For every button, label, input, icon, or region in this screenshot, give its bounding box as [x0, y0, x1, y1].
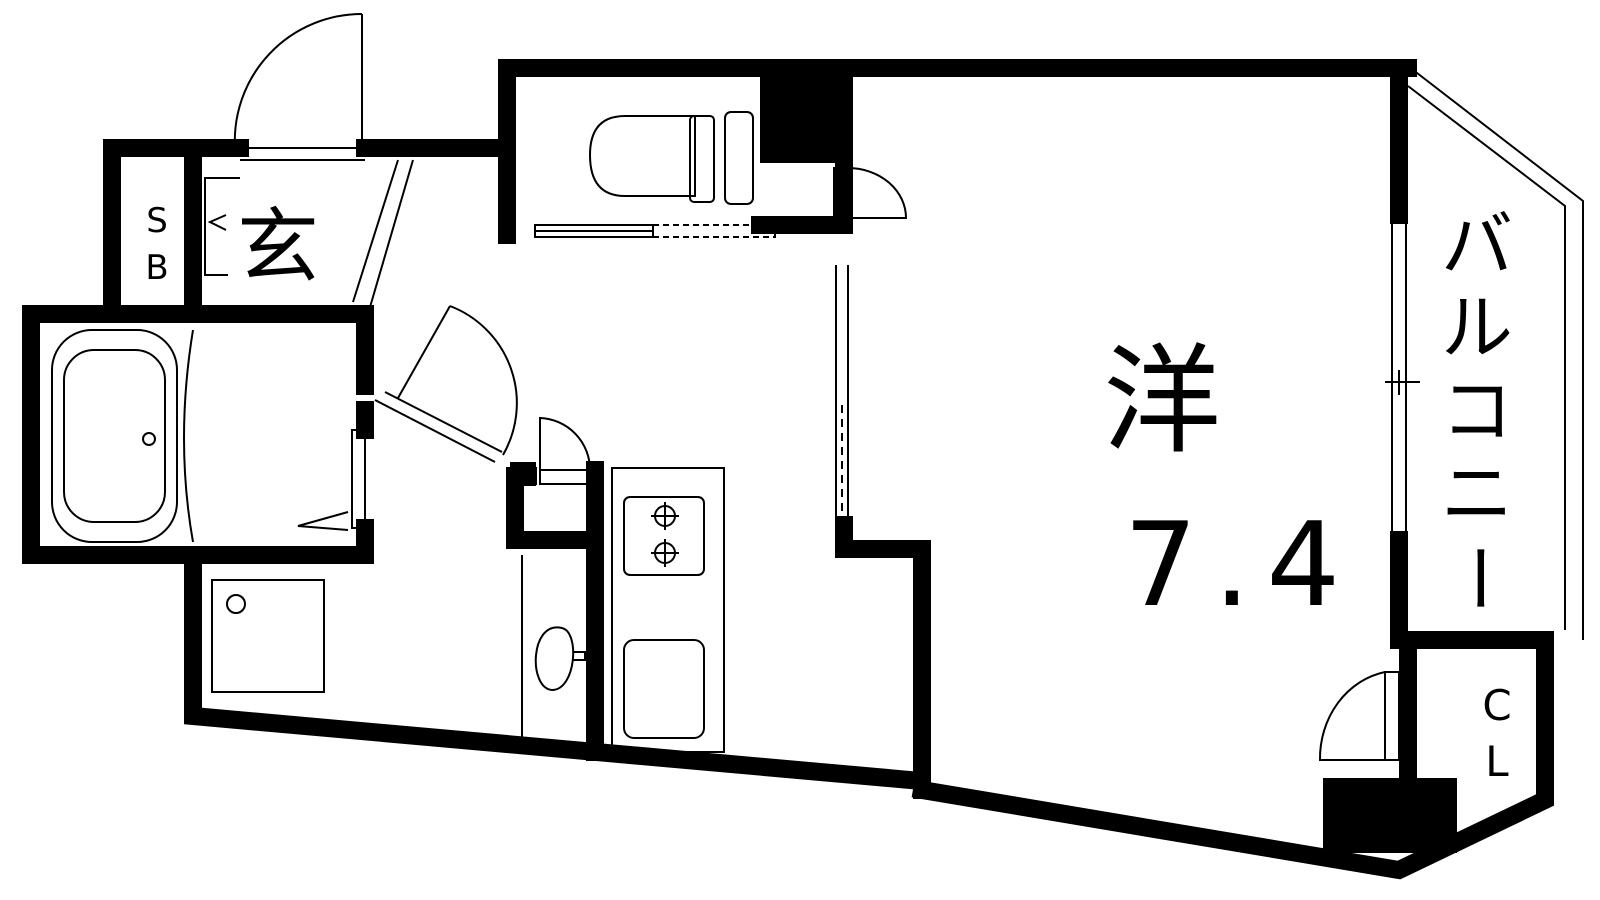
label-balcony-char-1: バ — [1441, 203, 1513, 287]
cabinet-door-swing — [539, 416, 591, 471]
bathtub-outer — [51, 329, 178, 543]
washroom-door-1 — [374, 399, 496, 463]
label-genkan: 玄 — [237, 200, 319, 295]
bath-curtain — [183, 329, 194, 543]
laundry-pan — [211, 579, 325, 693]
entrance-diagonal-2 — [367, 159, 414, 315]
cabinet-door-frame — [539, 469, 591, 485]
wall-kitchen-corner — [510, 462, 536, 486]
toilet-tank-rear — [724, 111, 754, 205]
stove-top — [623, 496, 705, 576]
washroom-door-2 — [384, 391, 503, 453]
laundry-drain — [226, 594, 246, 614]
label-shoebox-b: B — [145, 248, 168, 288]
small-door-frame — [833, 167, 849, 219]
wall-toilet-top — [498, 59, 853, 244]
wall-bottom-room — [911, 636, 1554, 880]
bath-door-mark — [297, 511, 349, 531]
label-shoebox-s: S — [146, 201, 168, 241]
label-closet-l: L — [1485, 737, 1509, 786]
toilet-sliding-door-2 — [534, 230, 654, 238]
toilet-sliding-door-3 — [652, 224, 776, 238]
wall-left-lower — [184, 546, 920, 790]
label-room-size: 7.4 — [1124, 498, 1356, 633]
pillar-bottom-right — [1323, 778, 1457, 853]
pillar-top — [760, 68, 844, 163]
entrance-diagonal-1 — [352, 159, 399, 303]
label-balcony-char-4: ニ — [1441, 452, 1513, 536]
kitchen-sink — [623, 639, 705, 739]
label-balcony-char-5: ー — [1436, 542, 1520, 614]
label-balcony-char-2: ル — [1441, 286, 1513, 370]
toilet-bowl — [588, 115, 696, 197]
wall-bath — [22, 305, 374, 564]
kitchen-counter — [611, 467, 725, 753]
washroom-door-swing — [449, 305, 518, 456]
label-western-room: 洋 — [1103, 332, 1221, 470]
shoebox-bracket-mark — [207, 214, 227, 231]
shoebox-bracket — [204, 177, 240, 276]
washbasin-tap — [573, 651, 586, 661]
label-closet-c: C — [1482, 681, 1511, 730]
bath-threshold — [351, 429, 366, 529]
entrance-door-swing — [233, 12, 363, 149]
wall-kitchen-block — [506, 476, 594, 549]
washroom-door-leaf — [397, 305, 451, 399]
washbasin — [534, 626, 575, 692]
balcony-outline-outer — [1407, 65, 1584, 640]
thin-lines — [51, 12, 1584, 761]
label-balcony-char-3: コ — [1441, 369, 1513, 453]
closet-door-swing — [1318, 671, 1386, 761]
small-door-swing — [847, 167, 908, 219]
bathtub-drain — [142, 432, 156, 446]
toilet-tank-front — [689, 115, 715, 203]
closet-door-frame — [1384, 671, 1400, 761]
bathtub-inner — [63, 349, 166, 523]
balcony-outline-inner — [1407, 85, 1566, 630]
walls — [22, 59, 1554, 880]
wall-entrance-left — [103, 139, 249, 305]
wall-room-divider-lower — [835, 516, 931, 799]
